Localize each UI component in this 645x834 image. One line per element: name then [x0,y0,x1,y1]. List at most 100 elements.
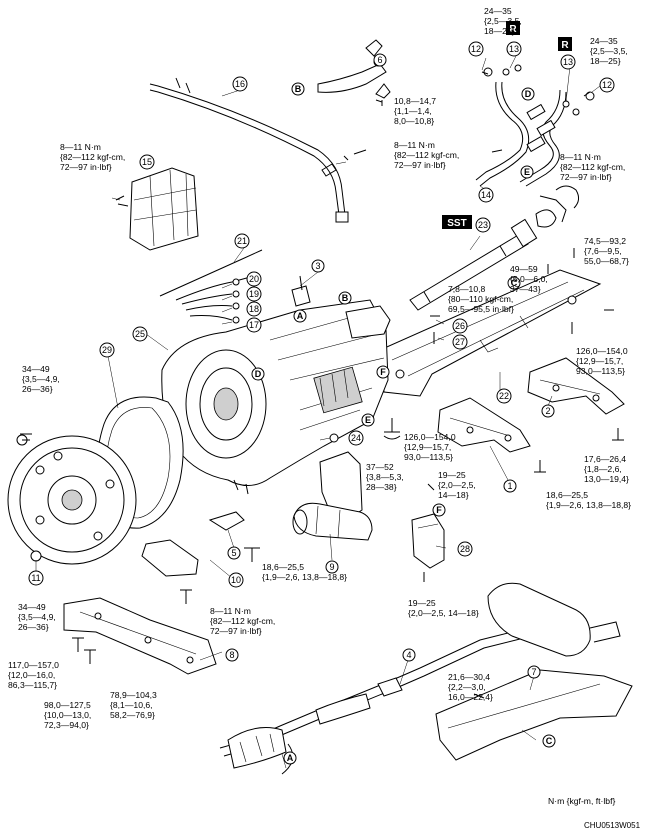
svg-text:20: 20 [249,274,259,284]
torque-label-3: 10,8—14,7{1,1—1,4,8,0—10,8} [394,96,436,126]
wiring-harness [159,249,263,324]
r-tag-left: R [506,21,520,35]
callout-10: 10 [228,572,244,588]
callout-13-left: 13 [506,41,522,57]
svg-text:15: 15 [142,157,152,167]
callout-21: 21 [234,233,250,249]
svg-text:D: D [525,89,532,99]
callout-27: 27 [452,334,468,350]
callout-14: 14 [478,187,494,203]
torque-label-21: 117,0—157,0{12,0—16,0,86,3—115,7} [8,660,59,690]
svg-text:R: R [509,24,517,35]
svg-text:27: 27 [455,337,465,347]
torque-label-14: 37—52{3,8—5,3,28—38} [366,462,404,492]
svg-text:9: 9 [329,562,334,572]
svg-text:29: 29 [102,345,112,355]
callout-20: 20 [246,271,262,287]
callout-24: 24 [348,430,364,446]
svg-text:SST: SST [447,218,466,229]
propeller-shaft [409,185,580,311]
callout-13-right: 13 [560,54,576,70]
svg-text:18: 18 [249,304,259,314]
callout-3: 3 [311,259,325,273]
svg-text:26: 26 [455,321,465,331]
callout-5: 5 [227,546,241,560]
svg-text:C: C [511,278,518,288]
callout-18: 18 [246,301,262,317]
r-tag-right: R [558,37,572,51]
cover-plate [411,513,445,569]
svg-text:D: D [255,369,262,379]
svg-text:A: A [287,753,294,763]
svg-text:F: F [380,367,386,377]
torque-label-22: 98,0—127,5{10,0—13,0,72,3—94,0} [44,700,91,730]
torque-label-13: 17,6—26,4{1,8—2,6,13,0—19,4} [584,454,629,484]
callout-numbers: 1 2 3 4 5 6 7 8 9 10 11 12 12 13 13 14 1… [28,41,615,679]
torque-label-18: 34—49{3,5—4,9,26—36} [18,602,56,632]
harness-bracket [291,275,311,307]
ref-letter-d-mid: D [251,367,265,381]
units-note: N·m {kgf-m, ft·lbf} [548,796,615,806]
figure-code: CHU0513W051 [584,821,641,830]
torque-label-6: 8—11 N·m{82—112 kgf-cm,72—97 in·lbf} [60,142,125,172]
callout-29: 29 [99,342,115,358]
callout-19: 19 [246,286,262,302]
callout-1: 1 [503,479,517,493]
svg-text:4: 4 [406,650,411,660]
ref-letter-f-bottom: F [432,503,446,517]
svg-text:16: 16 [235,79,245,89]
ref-letter-c-bottom: C [542,734,556,748]
torque-labels: 24—35{2,5—3,5,18—25} 24—35{2,5—3,5,18—25… [8,6,631,730]
svg-text:R: R [561,40,569,51]
torque-label-11: 34—49{3,5—4,9,26—36} [22,364,60,394]
flexplate-assembly [7,396,184,565]
torque-label-9: 7,8—10,8{80—110 kgf-cm,69,5—95,5 in·lbf} [448,284,514,314]
svg-text:22: 22 [499,391,509,401]
rear-crossmember [63,597,217,675]
callout-6: 6 [373,53,387,67]
ref-letter-a-bottom: A [283,751,297,765]
svg-text:3: 3 [315,261,320,271]
ref-letter-c-top: C [507,276,521,290]
svg-text:7: 7 [531,667,536,677]
exhaust-system [219,582,633,775]
svg-text:5: 5 [231,548,236,558]
torque-label-12: 126,0—154,0{12,9—15,7,93,0—113,5} [404,432,456,462]
callout-25: 25 [132,326,148,342]
svg-text:A: A [297,311,304,321]
svg-text:12: 12 [602,80,612,90]
ref-letter-b-top: B [291,82,305,96]
torque-label-7: 74,5—93,2{7,6—9,5,55,0—68,7} [584,236,629,266]
callout-2: 2 [541,404,555,418]
ref-letter-e-mid: E [361,413,375,427]
callout-12-left: 12 [468,41,484,57]
callout-7: 7 [527,665,541,679]
torque-label-10: 126,0—154,0{12,9—15,7,93,0—113,5} [576,346,628,376]
svg-text:13: 13 [563,57,573,67]
torque-label-23: 78,9—104,3{8,1—10,6,58,2—76,9} [110,690,157,720]
callout-8: 8 [225,648,239,662]
svg-text:6: 6 [377,55,382,65]
svg-text:12: 12 [471,44,481,54]
svg-text:19: 19 [249,289,259,299]
torque-label-17: 18,6—25,5{1,9—2,6, 13,8—18,8} [262,562,347,582]
svg-text:F: F [436,505,442,515]
torque-label-4: 8—11 N·m{82—112 kgf-cm,72—97 in·lbf} [394,140,459,170]
torque-label-1: 24—35{2,5—3,5,18—25} [484,6,522,36]
svg-text:B: B [342,293,349,303]
torque-label-5: 8—11 N·m{82—112 kgf-cm,72—97 in·lbf} [560,152,625,182]
torque-label-8: 49—59{5,0—6,0,37—43} [510,264,548,294]
oil-cooler-pipes [475,64,595,187]
ref-letter-a-top: A [293,309,307,323]
svg-text:24: 24 [351,433,361,443]
callout-23: 23 [475,217,491,233]
heat-insulator [115,167,199,251]
callout-26: 26 [452,318,468,334]
torque-label-2: 24—35{2,5—3,5,18—25} [590,36,628,66]
svg-text:14: 14 [481,190,491,200]
torque-label-19: 8—11 N·m{82—112 kgf-cm,72—97 in·lbf} [210,606,275,636]
ref-letter-f-mid: F [376,365,390,379]
callout-12-right: 12 [599,77,615,93]
svg-text:17: 17 [249,320,259,330]
